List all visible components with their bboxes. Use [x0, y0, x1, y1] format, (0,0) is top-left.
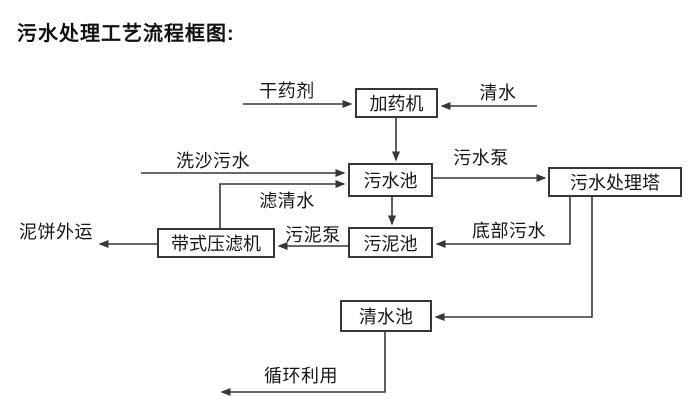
label-bottom-sewage: 底部污水: [472, 221, 546, 241]
label-filtered-clean-water: 滤清水: [259, 191, 315, 211]
node-sewage-pool: 污水池: [348, 163, 433, 197]
edge-recycle-line: [220, 332, 386, 396]
node-dosing-machine: 加药机: [355, 88, 438, 118]
label-recycle-use: 循环利用: [264, 366, 338, 386]
label-sand-washing-sewage: 洗沙污水: [176, 151, 250, 171]
edge-tower-to-clean-pool: [434, 197, 593, 321]
node-sludge-pool: 污泥池: [348, 227, 433, 258]
label-sludge-pump: 污泥泵: [285, 225, 341, 245]
node-belt-filter-press: 带式压滤机: [157, 228, 275, 258]
page-title: 污水处理工艺流程框图:: [17, 23, 235, 45]
node-clean-water-pool: 清水池: [340, 300, 432, 332]
edge-bottom-sewage-line: [435, 197, 571, 248]
edge-filtered-water-return: [219, 180, 346, 228]
label-sewage-pump: 污水泵: [453, 148, 509, 168]
label-dry-chemical: 干药剂: [259, 81, 315, 101]
label-clean-water: 清水: [479, 83, 517, 103]
node-sewage-treatment-tower: 污水处理塔: [548, 167, 682, 197]
label-mud-cake-out: 泥饼外运: [19, 222, 93, 242]
